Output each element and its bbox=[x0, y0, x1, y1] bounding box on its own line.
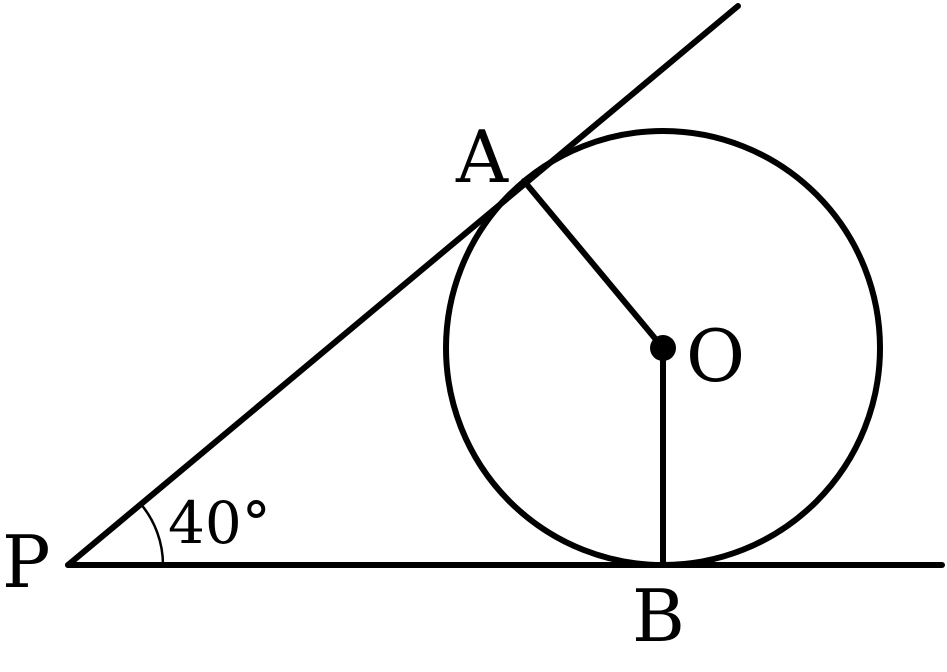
tangent-line-pa bbox=[65, 3, 741, 568]
label-point-a: A bbox=[455, 115, 509, 199]
angle-arc-p bbox=[139, 503, 165, 566]
label-point-o: O bbox=[686, 314, 745, 398]
center-point-o bbox=[650, 335, 676, 361]
label-angle-p: 40° bbox=[168, 489, 271, 557]
radius-oa bbox=[521, 178, 666, 351]
label-point-p: P bbox=[2, 520, 50, 604]
label-point-b: B bbox=[632, 574, 685, 658]
